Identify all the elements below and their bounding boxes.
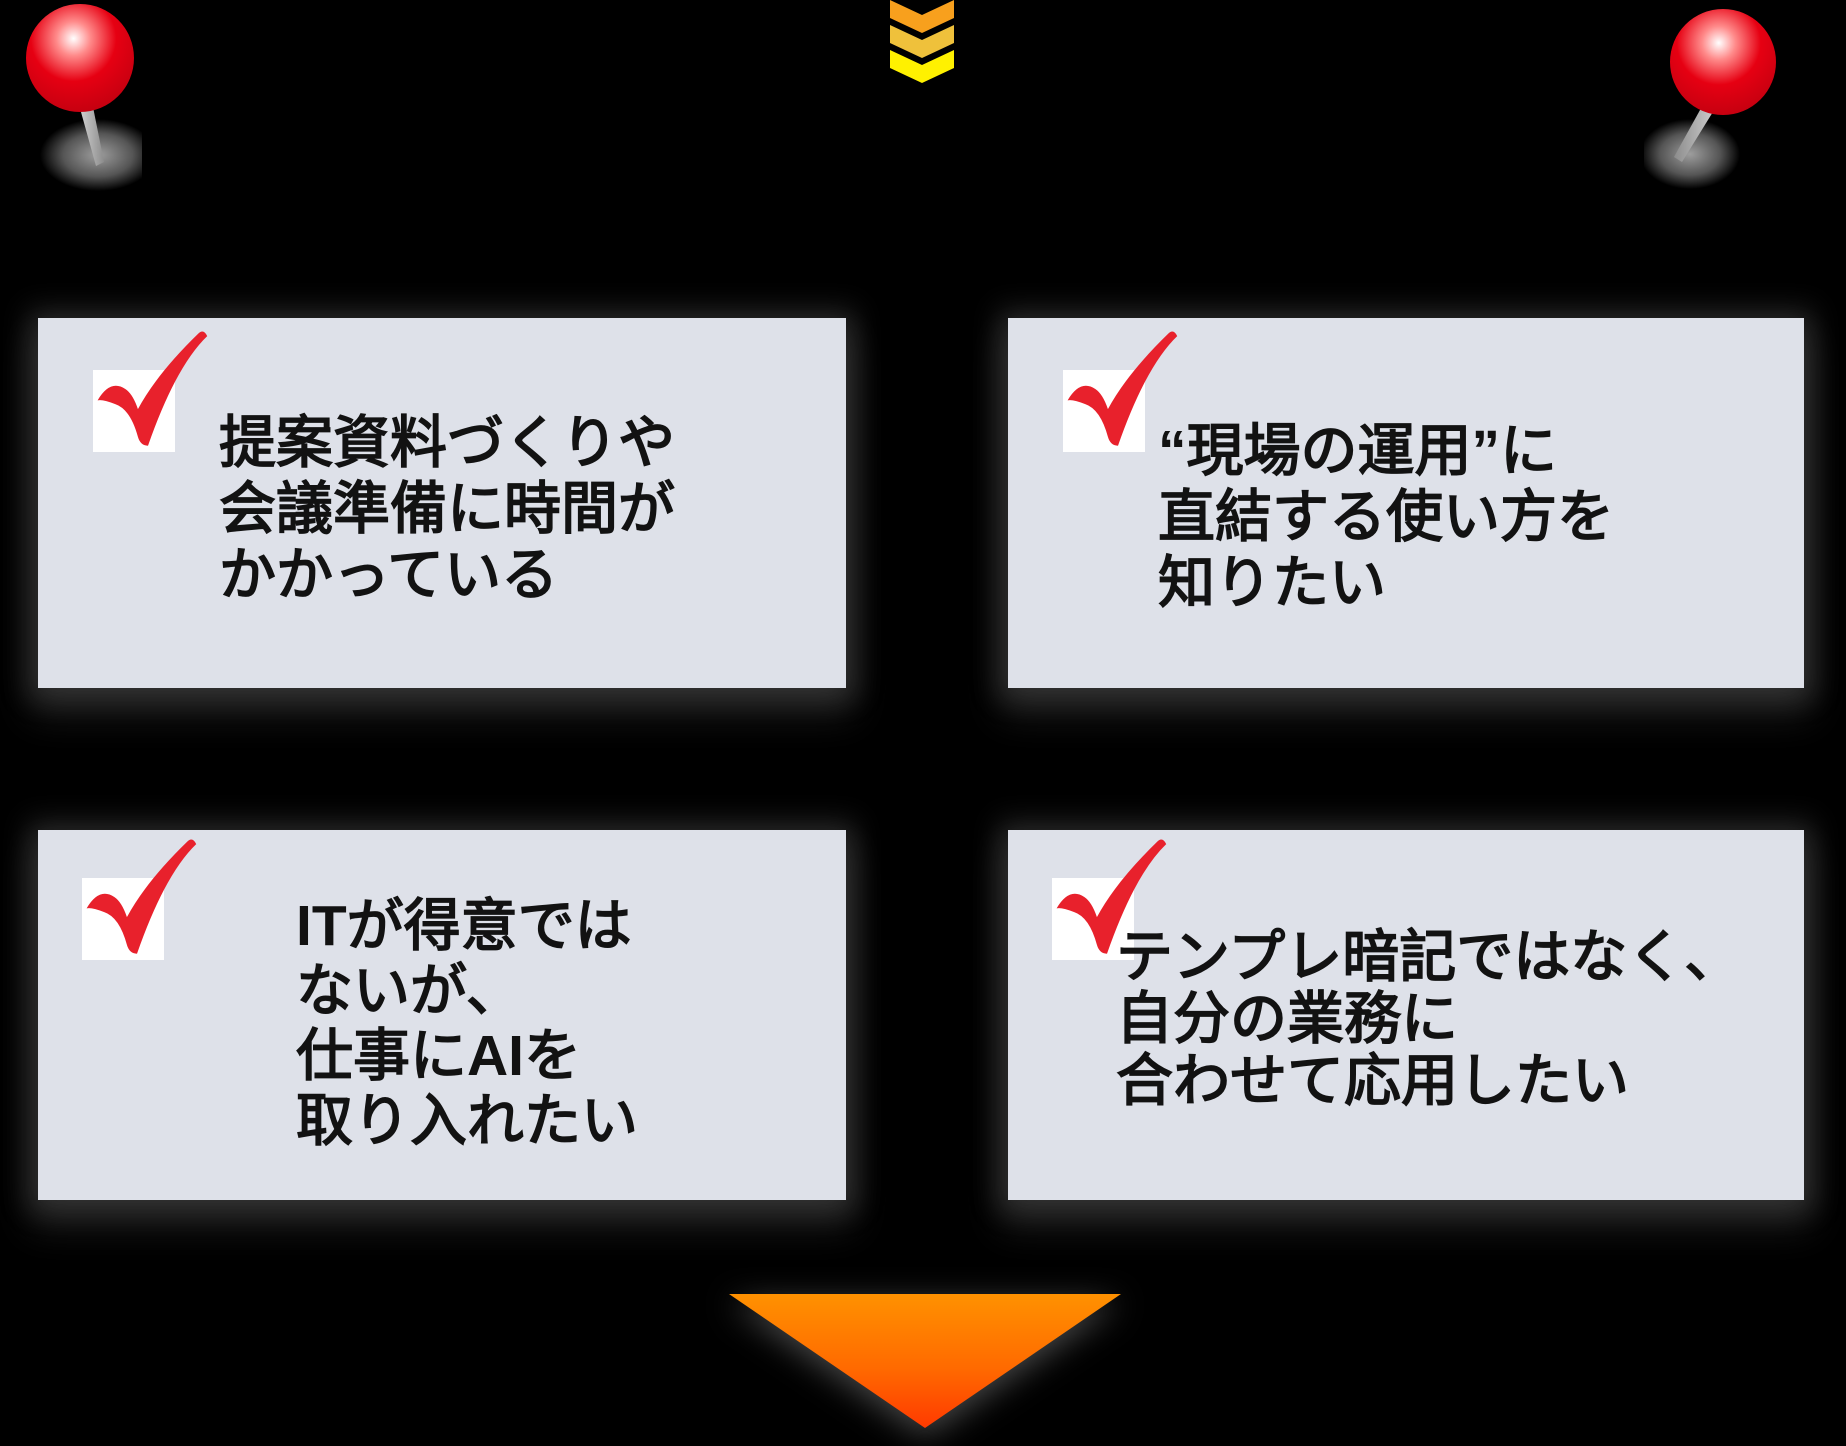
checkbox xyxy=(82,839,197,960)
down-arrow-icon xyxy=(729,1294,1121,1428)
card-text-line: 仕事にAIを xyxy=(296,1024,581,1088)
pin-ball xyxy=(1670,9,1776,115)
pain-point-card: “現場の運用”に 直結する使い方を 知りたい xyxy=(1008,318,1804,688)
pain-point-card: ITが得意では ないが、 仕事にAIを 取り入れたい xyxy=(38,830,846,1200)
card-text: テンプレ暗記ではなく、 自分の業務に 合わせて応用したい xyxy=(1116,926,1741,1112)
checkbox xyxy=(1052,839,1167,960)
pain-point-card: 提案資料づくりや 会議準備に時間が かかっている xyxy=(38,318,846,688)
card-text-line: 直結する使い方を xyxy=(1158,485,1614,549)
pin-shadow xyxy=(40,119,142,191)
checkmark-icon xyxy=(1067,331,1178,446)
card-text-line: テンプレ暗記ではなく、 xyxy=(1116,925,1742,989)
pushpin-icon xyxy=(1644,9,1776,189)
pushpin-icon xyxy=(26,4,142,191)
pin-shadow xyxy=(1644,119,1740,189)
card-text: “現場の運用”に 直結する使い方を 知りたい xyxy=(1158,418,1614,616)
pain-point-card: テンプレ暗記ではなく、 自分の業務に 合わせて応用したい xyxy=(1008,830,1804,1200)
triple-chevron-down-icon xyxy=(890,0,954,83)
pin-ball xyxy=(26,4,134,112)
card-text-line: かかっている xyxy=(219,543,559,607)
card-text-line: 取り入れたい xyxy=(296,1089,638,1153)
card-text-line: 提案資料づくりや xyxy=(219,411,675,475)
checkbox xyxy=(1063,331,1178,452)
checkmark-icon xyxy=(86,839,197,954)
chevron-band-yellow xyxy=(890,50,954,83)
card-text-line: 合わせて応用したい xyxy=(1116,1049,1629,1113)
chevron-band-orange xyxy=(890,0,954,33)
card-text-line: “現場の運用”に xyxy=(1158,419,1557,483)
checkbox xyxy=(93,331,208,452)
card-text-line: 自分の業務に xyxy=(1116,987,1458,1051)
chevron-band-gold xyxy=(890,25,954,58)
card-text: 提案資料づくりや 会議準備に時間が かかっている xyxy=(219,410,675,608)
card-text-line: ないが、 xyxy=(296,959,523,1023)
card-text-line: ITが得意では xyxy=(296,894,632,958)
card-text-line: 会議準備に時間が xyxy=(219,477,675,541)
card-text: ITが得意では ないが、 仕事にAIを 取り入れたい xyxy=(296,894,638,1154)
card-text-line: 知りたい xyxy=(1158,551,1386,615)
checkmark-icon xyxy=(1056,839,1167,954)
checkmark-icon xyxy=(97,331,208,446)
